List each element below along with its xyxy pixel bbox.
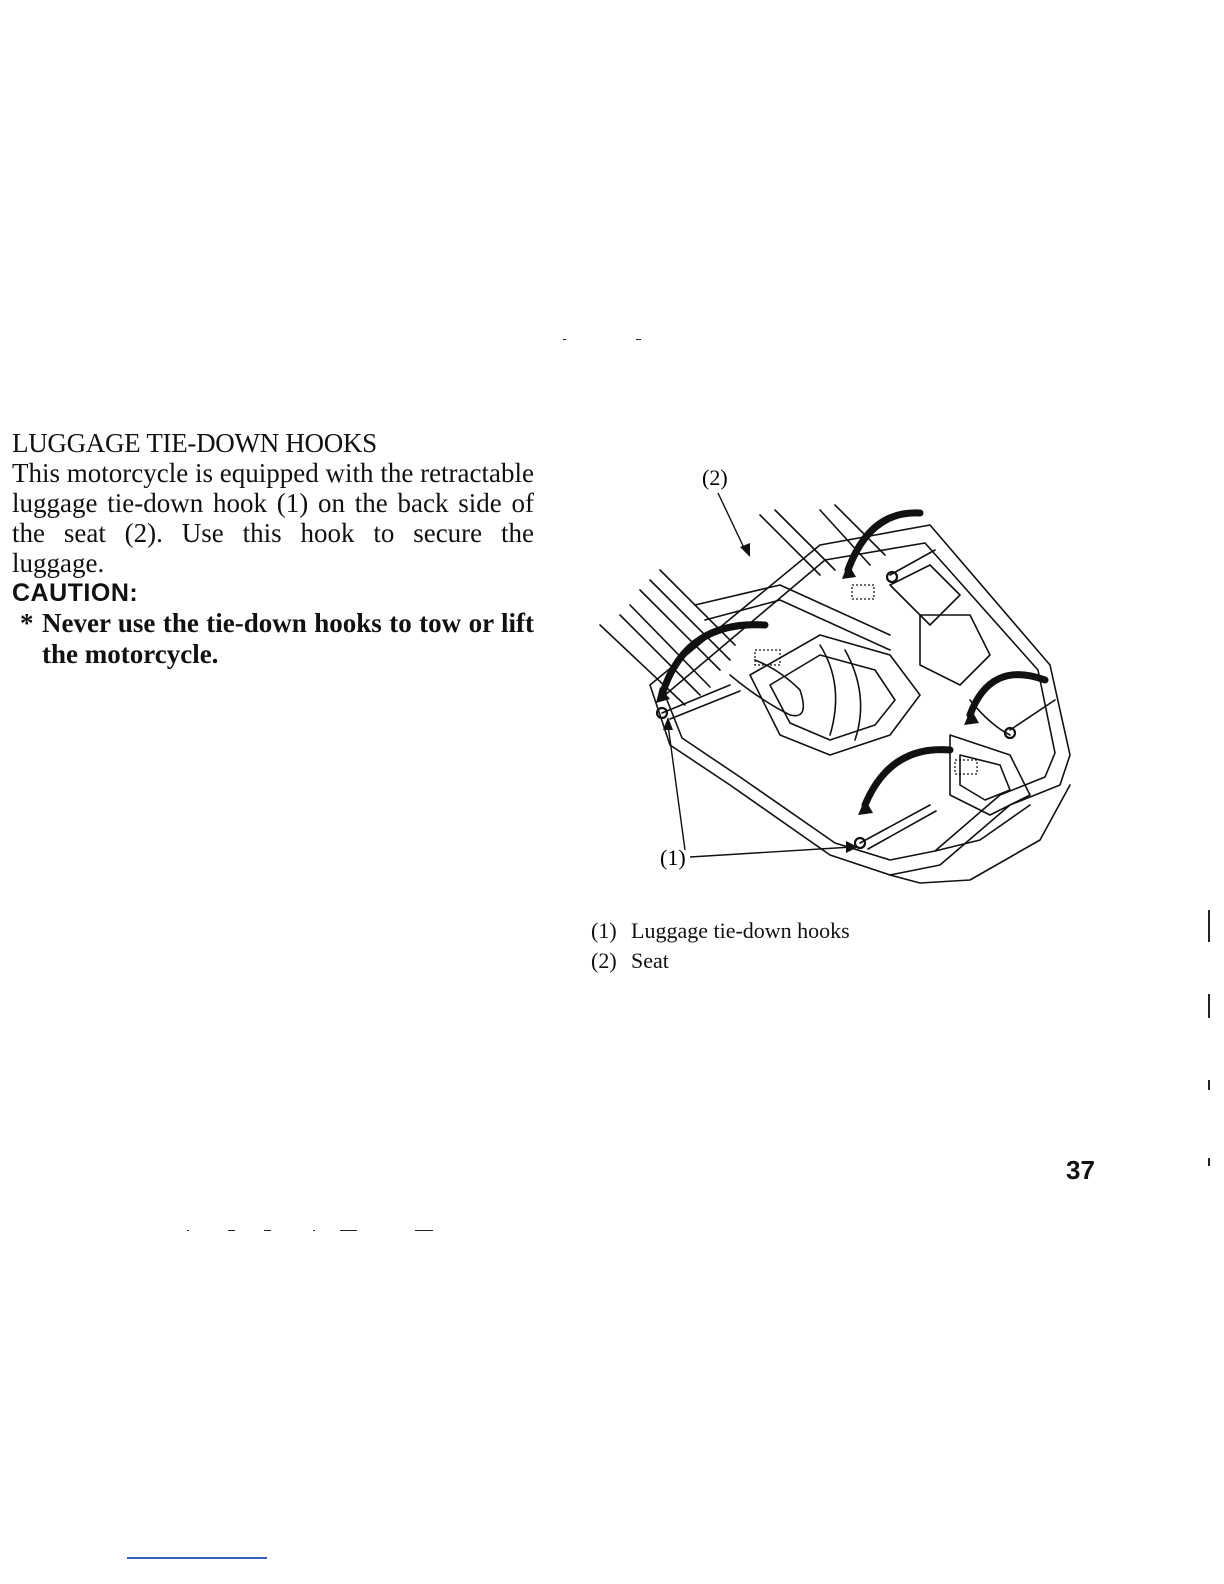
legend-item: (1)Luggage tie-down hooks	[591, 916, 850, 946]
caution-item: *Never use the tie-down hooks to tow or …	[12, 608, 534, 670]
scan-mark	[563, 339, 566, 340]
figure-legend: (1)Luggage tie-down hooks (2)Seat	[591, 916, 850, 976]
scan-mark	[264, 1230, 271, 1231]
section-title: LUGGAGE TIE-DOWN HOOKS	[12, 428, 534, 458]
scan-mark	[1208, 910, 1210, 942]
scan-mark	[1208, 994, 1210, 1018]
legend-item: (2)Seat	[591, 946, 850, 976]
scan-mark	[313, 1230, 315, 1231]
scan-mark	[127, 1557, 267, 1559]
seat-hooks-illustration: (2) (1)	[590, 455, 1090, 895]
legend-label: Luggage tie-down hooks	[631, 918, 850, 943]
caution-text: Never use the tie-down hooks to tow or l…	[42, 608, 534, 669]
legend-number: (1)	[591, 916, 631, 946]
bullet-asterisk: *	[20, 608, 42, 639]
scan-mark	[415, 1230, 433, 1231]
callout-seat: (2)	[702, 465, 728, 490]
scan-mark	[1208, 1080, 1210, 1090]
scan-mark	[340, 1230, 357, 1231]
scan-mark	[228, 1230, 235, 1231]
legend-number: (2)	[591, 946, 631, 976]
text-column: LUGGAGE TIE-DOWN HOOKS This motorcycle i…	[12, 428, 534, 670]
page-number: 37	[1066, 1155, 1095, 1186]
legend-label: Seat	[631, 948, 669, 973]
scan-mark	[636, 339, 641, 340]
caution-label: CAUTION:	[12, 578, 534, 608]
scan-mark	[187, 1230, 189, 1231]
scan-mark	[1208, 1158, 1210, 1166]
callout-hooks: (1)	[660, 845, 686, 870]
section-body: This motorcycle is equipped with the ret…	[12, 458, 534, 578]
